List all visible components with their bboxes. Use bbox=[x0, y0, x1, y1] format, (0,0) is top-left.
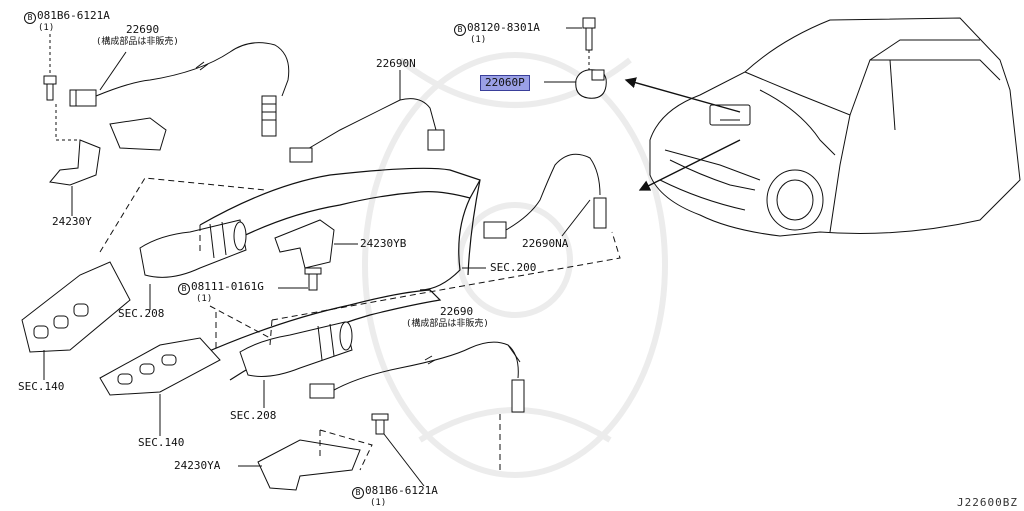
sensor-part-number-top[interactable]: 22690 bbox=[126, 23, 160, 36]
not-sold-note-lower: (構成部品は非販売) bbox=[406, 319, 489, 329]
bracket-24230ya[interactable] bbox=[257, 413, 389, 491]
section-200-label[interactable]: SEC.200 bbox=[490, 261, 537, 274]
bracket-part-number-24230yb[interactable]: 24230YB bbox=[360, 237, 407, 250]
knock-sensor-22060p[interactable] bbox=[575, 17, 607, 99]
bolt-qty-top-left: (1) bbox=[38, 23, 55, 33]
bracket-24230yb[interactable] bbox=[274, 219, 335, 291]
exhaust-manifold-upper bbox=[21, 261, 131, 353]
catalytic-converter-lower bbox=[239, 321, 353, 377]
section-208-lower-label[interactable]: SEC.208 bbox=[230, 409, 277, 422]
bracket-part-number-24230y[interactable]: 24230Y bbox=[52, 215, 92, 228]
exhaust-pipe-upper bbox=[199, 167, 481, 291]
oxygen-sensor-upper-left[interactable] bbox=[69, 42, 290, 137]
catalytic-converter-upper bbox=[139, 219, 247, 278]
sensor-part-number-lower[interactable]: 22690 bbox=[440, 305, 474, 318]
vehicle-illustration bbox=[649, 17, 1021, 237]
bolt-qty-knock: (1) bbox=[470, 35, 487, 45]
bracket-24230y[interactable] bbox=[49, 117, 167, 186]
sensor-part-number-22690n[interactable]: 22690N bbox=[376, 57, 416, 70]
oxygen-sensor-22690na[interactable] bbox=[483, 153, 607, 239]
section-140-upper-label[interactable]: SEC.140 bbox=[18, 380, 65, 393]
section-208-upper-label[interactable]: SEC.208 bbox=[118, 307, 165, 320]
knock-sensor-part-number-highlight[interactable]: 22060P bbox=[480, 75, 530, 91]
sensor-part-number-22690na[interactable]: 22690NA bbox=[522, 237, 569, 250]
bracket-part-number-24230ya[interactable]: 24230YA bbox=[174, 459, 221, 472]
bolt-qty-bottom: (1) bbox=[370, 498, 387, 508]
oxygen-sensor-lower[interactable] bbox=[309, 341, 525, 413]
dashed-guide-lines bbox=[99, 177, 621, 474]
diagram-code: J22600BZ bbox=[957, 496, 1018, 509]
bolt-top-left-icon[interactable] bbox=[43, 75, 57, 101]
location-arrows bbox=[624, 77, 741, 191]
not-sold-note-top: (構成部品は非販売) bbox=[96, 37, 179, 47]
section-140-lower-label[interactable]: SEC.140 bbox=[138, 436, 185, 449]
exhaust-manifold-lower bbox=[99, 337, 221, 396]
leader-lines bbox=[43, 27, 582, 436]
oxygen-sensor-22690n[interactable] bbox=[289, 98, 445, 163]
bolt-qty-mid: (1) bbox=[196, 294, 213, 304]
